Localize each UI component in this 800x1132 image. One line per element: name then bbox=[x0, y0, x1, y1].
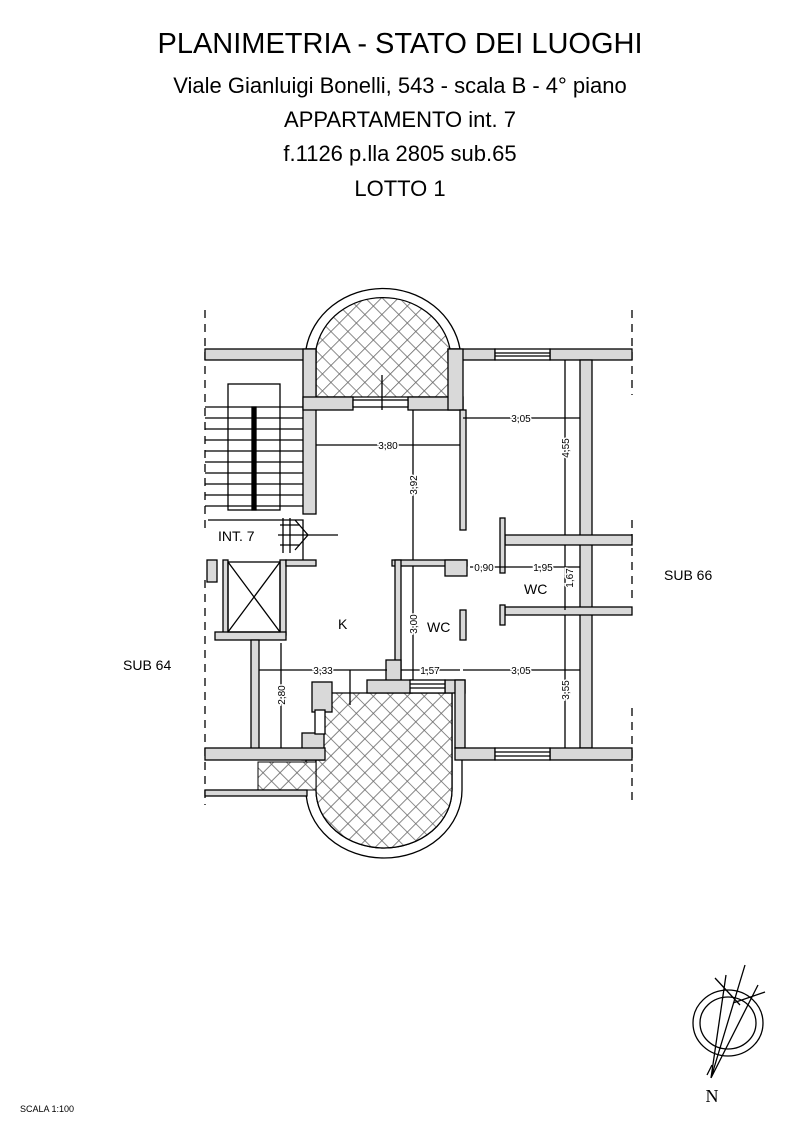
dim-label: 3,00 bbox=[409, 614, 420, 634]
neighbor-label-right: SUB 66 bbox=[664, 567, 712, 583]
north-compass-icon bbox=[692, 964, 766, 1079]
scale-label: SCALA 1:100 bbox=[20, 1104, 75, 1114]
staircase bbox=[205, 383, 304, 560]
unit-label: APPARTAMENTO int. 7 bbox=[284, 107, 516, 132]
room-label-wc: WC bbox=[427, 619, 450, 635]
windows bbox=[314, 348, 551, 761]
entrance-door-icon bbox=[278, 518, 338, 553]
dim-label: 3,55 bbox=[561, 680, 572, 700]
dim-label: 1,95 bbox=[533, 563, 553, 574]
walls bbox=[204, 348, 633, 797]
dim-label: 3,80 bbox=[378, 441, 398, 452]
lot-label: LOTTO 1 bbox=[354, 176, 446, 201]
dim-label: 4,55 bbox=[561, 438, 572, 458]
dim-label: 3,05 bbox=[511, 414, 531, 425]
dim-label: 3,05 bbox=[511, 666, 531, 677]
bottom-balcony bbox=[257, 689, 463, 859]
north-label: N bbox=[706, 1086, 719, 1106]
dim-label: 3,92 bbox=[409, 475, 420, 495]
address: Viale Gianluigi Bonelli, 543 - scala B -… bbox=[173, 73, 627, 98]
dim-label: 1,57 bbox=[420, 666, 440, 677]
plan-title: PLANIMETRIA - STATO DEI LUOGHI bbox=[157, 28, 643, 60]
room-labels: INT. 7 K WC WC SUB 66 SUB 64 bbox=[123, 528, 712, 673]
unit-number-label: INT. 7 bbox=[218, 528, 255, 544]
dim-label: 3,33 bbox=[313, 666, 333, 677]
dim-label: 0,90 bbox=[474, 563, 494, 574]
dim-label: 1,67 bbox=[565, 568, 576, 588]
room-label-wc: WC bbox=[524, 581, 547, 597]
room-label-kitchen: K bbox=[338, 616, 348, 632]
neighbor-label-left: SUB 64 bbox=[123, 657, 171, 673]
dim-label: 2,80 bbox=[277, 685, 288, 705]
dimension-lines bbox=[259, 360, 580, 748]
cadastral-reference: f.1126 p.lla 2805 sub.65 bbox=[283, 141, 517, 166]
dimension-labels: 3,80 3,05 3,92 4,55 0,90 1,95 1,67 3,00 … bbox=[276, 413, 578, 707]
elevator bbox=[227, 561, 281, 633]
top-balcony bbox=[305, 287, 461, 398]
